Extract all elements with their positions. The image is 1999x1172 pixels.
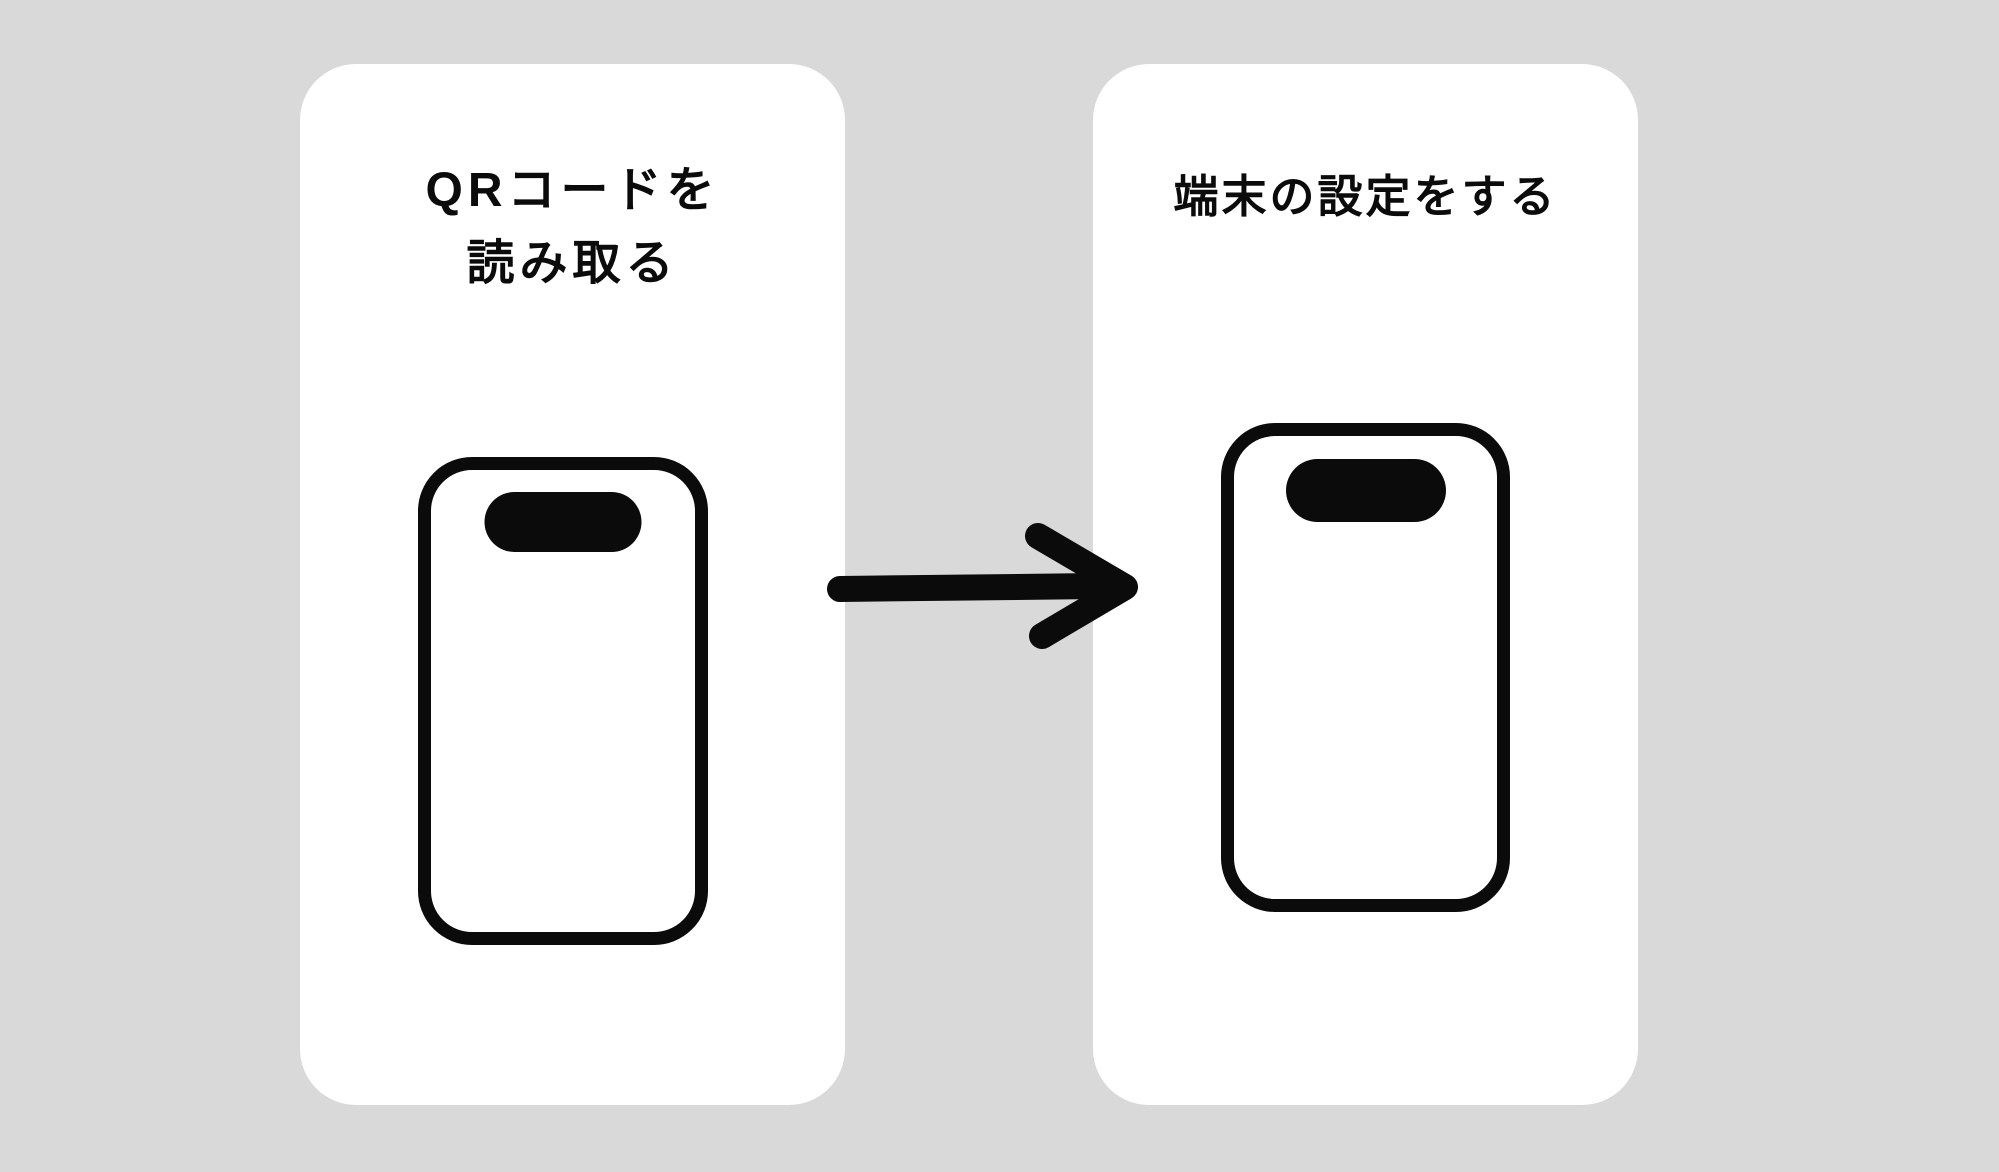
phone-notch — [1285, 459, 1446, 522]
step-title-line: QRコードを — [425, 164, 720, 217]
smartphone-illustration — [1221, 423, 1510, 912]
step-title-device-setup: 端末の設定をする — [1093, 172, 1638, 222]
step-title-line: 読み取る — [466, 237, 679, 290]
step-title-line: 端末の設定をする — [1173, 171, 1558, 222]
step-card-scan-qr: QRコードを 読み取る — [300, 64, 845, 1105]
smartphone-illustration — [418, 457, 708, 945]
phone-notch — [484, 492, 642, 552]
step-card-device-setup: 端末の設定をする — [1093, 64, 1638, 1105]
step-title-scan-qr: QRコードを 読み取る — [300, 154, 845, 300]
